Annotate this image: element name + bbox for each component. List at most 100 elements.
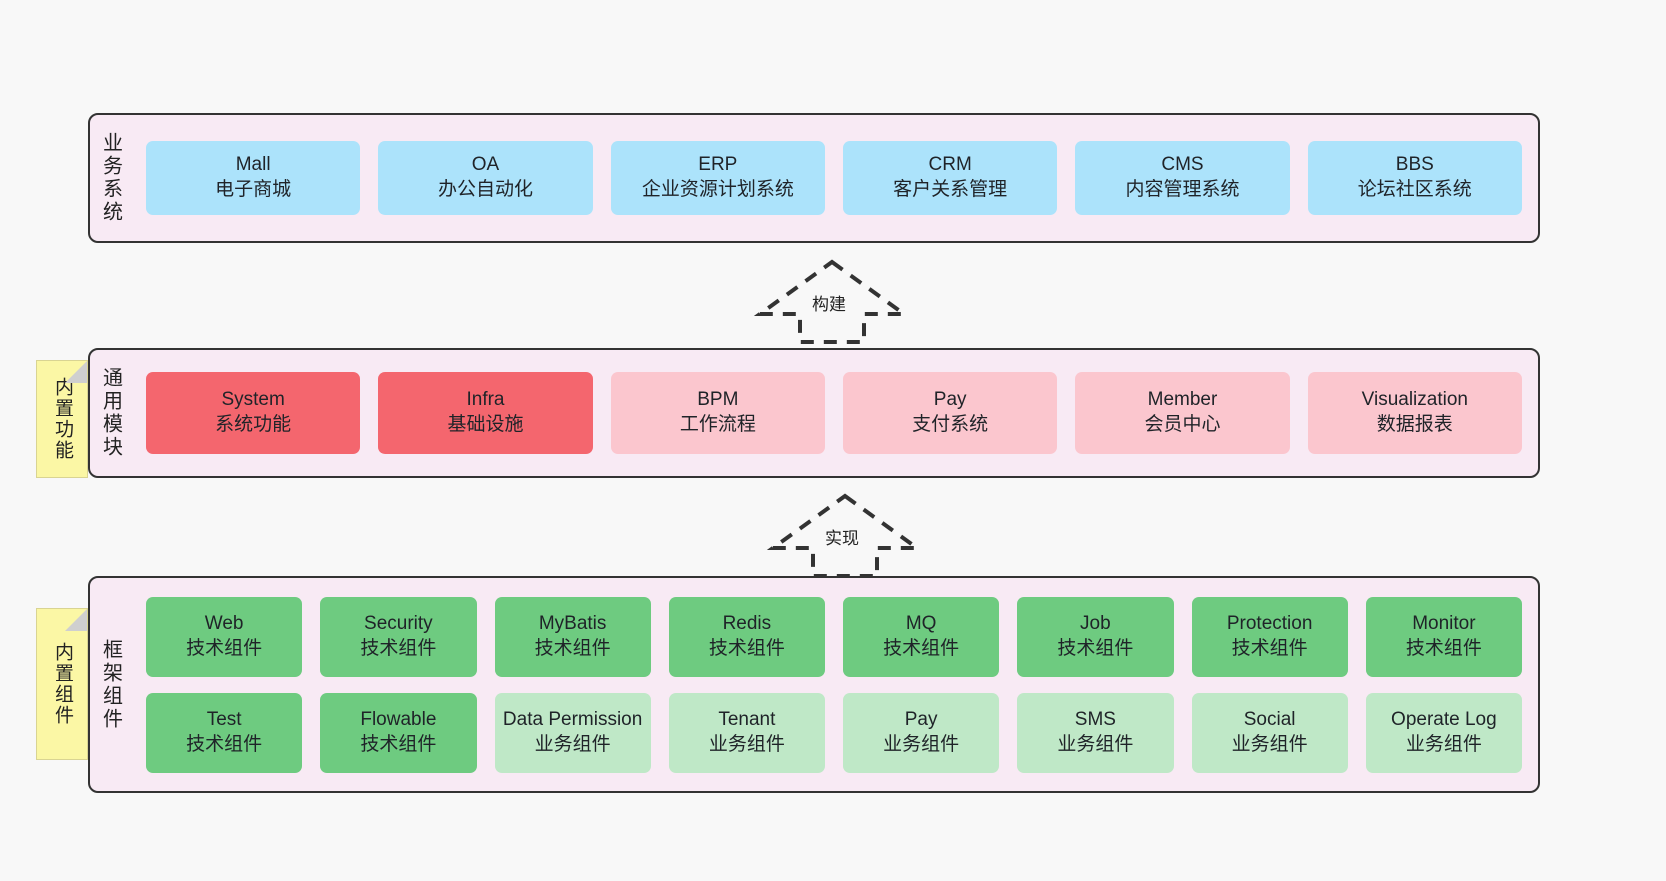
connector-implement: 实现 <box>765 492 925 580</box>
card-subtitle: 技术组件 <box>1231 637 1308 659</box>
sticky-note-builtin-component: 内置组件 <box>36 608 88 760</box>
module-card-member[interactable]: Member 会员中心 <box>1075 372 1290 454</box>
card-title: Member <box>1147 389 1218 411</box>
module-card-sms[interactable]: SMS 业务组件 <box>1017 692 1174 773</box>
module-card-mall[interactable]: Mall 电子商城 <box>146 141 361 215</box>
module-card-protection[interactable]: Protection 技术组件 <box>1191 596 1348 677</box>
layer-body-modules: System 系统功能 Infra 基础设施 BPM 工作流程 Pay 支付系统… <box>130 350 1538 476</box>
connector-label-build: 构建 <box>810 290 848 315</box>
module-card-crm[interactable]: CRM 客户关系管理 <box>842 141 1058 215</box>
card-title: CMS <box>1161 154 1204 176</box>
card-title: Flowable <box>360 708 437 730</box>
card-subtitle: 企业资源计划系统 <box>641 179 794 200</box>
layer-framework-components: 框架组件 Web 技术组件 Security 技术组件 MyBatis 技术组件… <box>88 576 1540 793</box>
connector-label-implement: 实现 <box>823 524 861 549</box>
card-title: Job <box>1080 612 1111 634</box>
module-card-redis[interactable]: Redis 技术组件 <box>668 596 825 677</box>
card-title: System <box>221 389 285 411</box>
module-card-social[interactable]: Social 业务组件 <box>1191 692 1348 773</box>
module-card-erp[interactable]: ERP 企业资源计划系统 <box>610 141 825 215</box>
module-card-bpm[interactable]: BPM 工作流程 <box>610 372 825 454</box>
layer-row: Test 技术组件 Flowable 技术组件 Data Permission … <box>146 692 1522 773</box>
card-subtitle: 技术组件 <box>883 637 960 659</box>
dashed-arrow-up-icon <box>753 259 911 344</box>
card-subtitle: 技术组件 <box>186 637 263 659</box>
module-card-test[interactable]: Test 技术组件 <box>146 692 303 773</box>
card-subtitle: 支付系统 <box>912 414 989 435</box>
card-title: Security <box>364 612 433 634</box>
card-subtitle: 电子商城 <box>215 179 292 200</box>
card-title: Mall <box>235 154 271 176</box>
layer-row: System 系统功能 Infra 基础设施 BPM 工作流程 Pay 支付系统… <box>146 372 1522 454</box>
card-subtitle: 办公自动化 <box>437 179 533 200</box>
card-title: Redis <box>722 612 772 634</box>
card-title: OA <box>471 154 500 176</box>
card-title: MQ <box>905 612 937 634</box>
layer-title-modules: 通用模块 <box>99 367 122 459</box>
module-card-pay[interactable]: Pay 支付系统 <box>842 372 1058 454</box>
card-title: Pay <box>933 389 967 411</box>
card-title: SMS <box>1074 708 1116 730</box>
card-subtitle: 业务组件 <box>1057 733 1134 755</box>
module-card-mq[interactable]: MQ 技术组件 <box>843 596 1000 677</box>
module-card-flowable[interactable]: Flowable 技术组件 <box>320 692 477 773</box>
card-subtitle: 技术组件 <box>360 637 437 659</box>
module-card-pay-business[interactable]: Pay 业务组件 <box>843 692 1000 773</box>
card-subtitle: 技术组件 <box>1057 637 1134 659</box>
layer-row: Mall 电子商城 OA 办公自动化 ERP 企业资源计划系统 CRM 客户关系… <box>146 141 1522 215</box>
sticky-note-builtin-function: 内置功能 <box>36 360 88 478</box>
module-card-visualization[interactable]: Visualization 数据报表 <box>1307 372 1522 454</box>
module-card-oa[interactable]: OA 办公自动化 <box>378 141 593 215</box>
module-card-system[interactable]: System 系统功能 <box>146 372 361 454</box>
card-subtitle: 技术组件 <box>186 733 263 755</box>
module-card-data-permission[interactable]: Data Permission 业务组件 <box>494 692 651 773</box>
card-title: Monitor <box>1412 612 1476 634</box>
module-card-cms[interactable]: CMS 内容管理系统 <box>1075 141 1290 215</box>
layer-body-framework: Web 技术组件 Security 技术组件 MyBatis 技术组件 Redi… <box>130 578 1538 791</box>
card-subtitle: 业务组件 <box>883 733 960 755</box>
card-title: Operate Log <box>1391 708 1497 730</box>
card-title: Tenant <box>718 708 776 730</box>
module-card-infra[interactable]: Infra 基础设施 <box>378 372 593 454</box>
card-subtitle: 业务组件 <box>708 733 785 755</box>
layer-row: Web 技术组件 Security 技术组件 MyBatis 技术组件 Redi… <box>146 596 1522 677</box>
module-card-security[interactable]: Security 技术组件 <box>320 596 477 677</box>
connector-build: 构建 <box>752 258 912 346</box>
card-subtitle: 技术组件 <box>534 637 611 659</box>
module-card-bbs[interactable]: BBS 论坛社区系统 <box>1307 141 1522 215</box>
card-title: Protection <box>1226 612 1313 634</box>
card-subtitle: 业务组件 <box>1405 733 1482 755</box>
card-title: Test <box>206 708 242 730</box>
note-label: 内置功能 <box>51 377 73 461</box>
module-card-operate-log[interactable]: Operate Log 业务组件 <box>1365 692 1522 773</box>
module-card-job[interactable]: Job 技术组件 <box>1017 596 1174 677</box>
card-subtitle: 技术组件 <box>708 637 785 659</box>
card-subtitle: 客户关系管理 <box>893 179 1008 200</box>
note-label: 内置组件 <box>51 642 73 726</box>
card-title: Pay <box>904 708 938 730</box>
layer-title-business: 业务系统 <box>99 132 122 224</box>
card-subtitle: 基础设施 <box>447 414 524 435</box>
card-subtitle: 工作流程 <box>679 414 756 435</box>
module-card-mybatis[interactable]: MyBatis 技术组件 <box>494 596 651 677</box>
card-subtitle: 业务组件 <box>1231 733 1308 755</box>
layer-body-business: Mall 电子商城 OA 办公自动化 ERP 企业资源计划系统 CRM 客户关系… <box>130 115 1538 241</box>
card-subtitle: 系统功能 <box>215 414 292 435</box>
card-title: BPM <box>697 389 739 411</box>
card-title: ERP <box>698 154 738 176</box>
module-card-monitor[interactable]: Monitor 技术组件 <box>1365 596 1522 677</box>
card-subtitle: 业务组件 <box>534 733 611 755</box>
card-subtitle: 技术组件 <box>1405 637 1482 659</box>
layer-title-framework: 框架组件 <box>99 638 122 731</box>
card-title: MyBatis <box>538 612 607 634</box>
card-title: Data Permission <box>502 708 643 730</box>
card-subtitle: 数据报表 <box>1376 414 1453 435</box>
card-title: Web <box>204 612 244 634</box>
card-subtitle: 内容管理系统 <box>1125 179 1240 200</box>
module-card-web[interactable]: Web 技术组件 <box>146 596 303 677</box>
module-card-tenant[interactable]: Tenant 业务组件 <box>668 692 825 773</box>
card-title: CRM <box>928 154 972 176</box>
layer-common-modules: 通用模块 System 系统功能 Infra 基础设施 BPM 工作流程 Pay… <box>88 348 1540 478</box>
card-subtitle: 论坛社区系统 <box>1357 179 1472 200</box>
